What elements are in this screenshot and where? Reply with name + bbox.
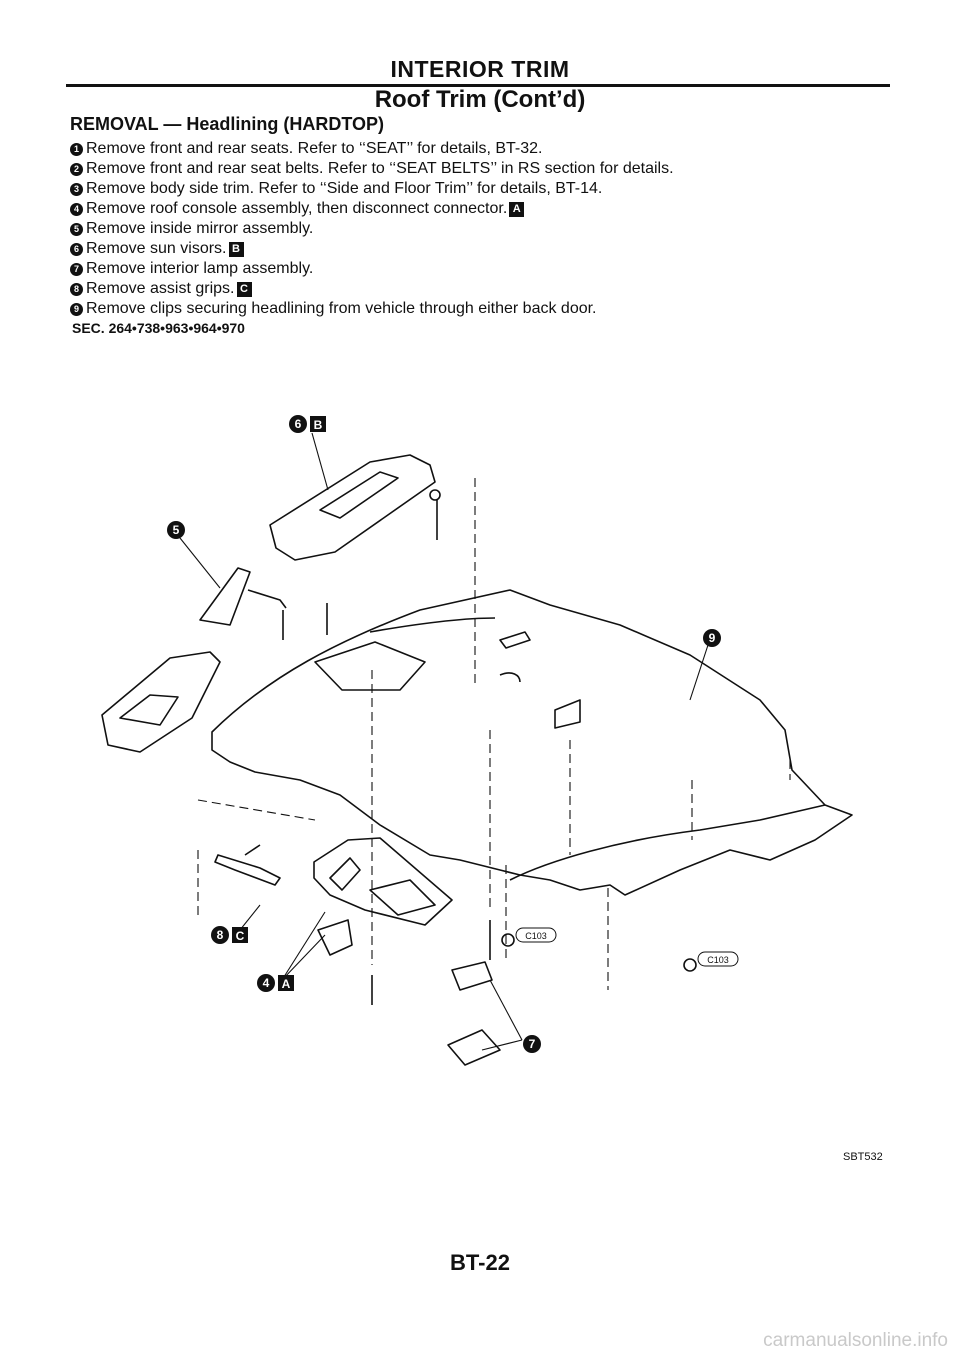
header-title: INTERIOR TRIM bbox=[390, 56, 570, 82]
svg-text:9: 9 bbox=[709, 631, 716, 645]
svg-text:5: 5 bbox=[173, 523, 180, 537]
step-number-badge: 9 bbox=[70, 302, 83, 316]
step-1: 1 Remove front and rear seats. Refer to … bbox=[70, 139, 900, 159]
step-text: Remove front and rear seat belts. Refer … bbox=[86, 160, 674, 177]
step-5: 5 Remove inside mirror assembly. bbox=[70, 219, 900, 239]
sun-visor-upper bbox=[269, 454, 436, 561]
headlining-rear-edge bbox=[509, 804, 826, 881]
step-number-badge: 4 bbox=[70, 202, 83, 216]
watermark: carmanualsonline.info bbox=[763, 1330, 948, 1351]
console-cutout bbox=[314, 641, 426, 691]
section-code: SEC. 264•738•963•964•970 bbox=[72, 320, 245, 336]
step-text: Remove interior lamp assembly. bbox=[86, 260, 314, 277]
step-text: Remove roof console assembly, then disco… bbox=[86, 200, 508, 217]
connector-symbol-1 bbox=[501, 933, 515, 947]
step-7: 7 Remove interior lamp assembly. bbox=[70, 259, 900, 279]
reference-badge-b: B bbox=[228, 241, 244, 257]
svg-text:C103: C103 bbox=[525, 931, 547, 941]
step-3: 3 Remove body side trim. Refer to ‘‘Side… bbox=[70, 179, 900, 199]
interior-lamp-assembly bbox=[451, 961, 493, 991]
connector-label-1: C103 bbox=[515, 927, 557, 943]
step-text: Remove body side trim. Refer to ‘‘Side a… bbox=[86, 180, 603, 197]
section-heading: REMOVAL — Headlining (HARDTOP) bbox=[70, 114, 385, 134]
step-2: 2 Remove front and rear seat belts. Refe… bbox=[70, 159, 900, 179]
step-8: 8 Remove assist grips. C bbox=[70, 279, 900, 299]
step-9: 9 Remove clips securing headlining from … bbox=[70, 299, 900, 319]
step-text: Remove assist grips. bbox=[86, 280, 235, 297]
callout-6-b: 6 B bbox=[289, 415, 326, 433]
svg-text:B: B bbox=[314, 418, 323, 432]
svg-text:C103: C103 bbox=[707, 955, 729, 965]
headlining-exploded-diagram: 6 B 5 9 8 C 4 A 7 C103 C103 bbox=[101, 415, 853, 1066]
svg-text:6: 6 bbox=[295, 417, 302, 431]
step-text: Remove sun visors. bbox=[86, 240, 227, 257]
reference-badge-c: C bbox=[236, 281, 252, 297]
sun-visor-left bbox=[101, 651, 221, 753]
step-number-badge: 1 bbox=[70, 142, 83, 156]
figure-code: SBT532 bbox=[843, 1151, 883, 1163]
headlining-panel bbox=[211, 589, 853, 896]
callout-9: 9 bbox=[703, 629, 721, 647]
removal-steps: 1 Remove front and rear seats. Refer to … bbox=[70, 139, 900, 319]
svg-text:C: C bbox=[236, 929, 245, 943]
step-4: 4 Remove roof console assembly, then dis… bbox=[70, 199, 900, 219]
callout-7: 7 bbox=[523, 1035, 541, 1053]
interior-lamp-lens bbox=[447, 1029, 501, 1066]
connector-label-2: C103 bbox=[697, 951, 739, 967]
svg-text:A: A bbox=[282, 977, 291, 991]
step-text: Remove clips securing headlining from ve… bbox=[86, 300, 597, 317]
header-divider bbox=[66, 84, 890, 87]
page-number: BT-22 bbox=[450, 1250, 510, 1275]
callout-5: 5 bbox=[167, 521, 185, 539]
inside-mirror bbox=[199, 567, 251, 626]
connector-symbol-2 bbox=[683, 958, 697, 972]
step-text: Remove front and rear seats. Refer to ‘‘… bbox=[86, 140, 543, 157]
assist-grip bbox=[214, 854, 281, 886]
reference-badge-a: A bbox=[509, 201, 525, 217]
headlining-inner-crease bbox=[369, 617, 496, 633]
callout-8-c: 8 C bbox=[211, 926, 248, 944]
step-number-badge: 3 bbox=[70, 182, 83, 196]
roof-console-assembly bbox=[313, 837, 453, 926]
svg-text:8: 8 bbox=[217, 928, 224, 942]
header-subtitle: Roof Trim (Cont’d) bbox=[374, 86, 586, 113]
step-number-badge: 8 bbox=[70, 282, 83, 296]
step-6: 6 Remove sun visors. B bbox=[70, 239, 900, 259]
svg-text:7: 7 bbox=[529, 1037, 536, 1051]
step-number-badge: 6 bbox=[70, 242, 83, 256]
step-text: Remove inside mirror assembly. bbox=[86, 220, 314, 237]
step-number-badge: 2 bbox=[70, 162, 83, 176]
console-lens bbox=[317, 919, 353, 956]
callout-4-a: 4 A bbox=[257, 974, 294, 992]
svg-text:4: 4 bbox=[263, 976, 270, 990]
step-number-badge: 7 bbox=[70, 262, 83, 276]
step-number-badge: 5 bbox=[70, 222, 83, 236]
